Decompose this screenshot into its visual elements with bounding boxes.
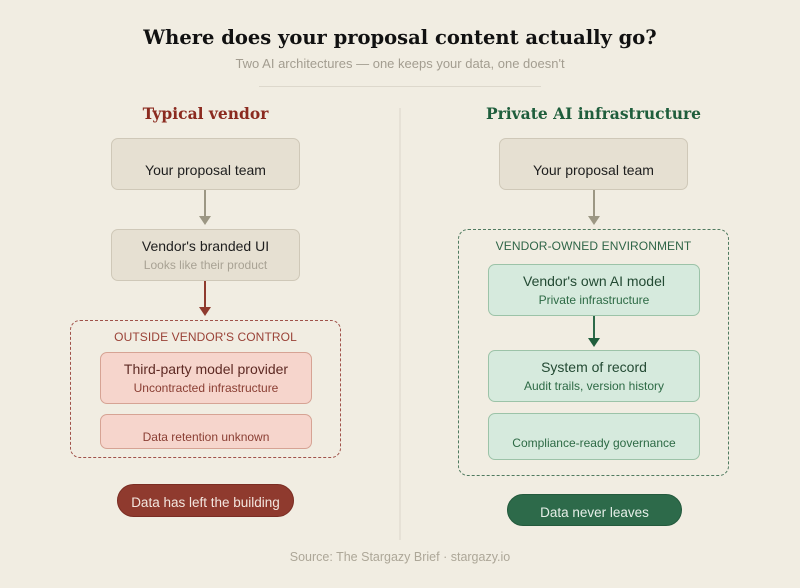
outside-control-label: OUTSIDE VENDOR'S CONTROL — [114, 330, 297, 344]
data-retention-label: Data retention unknown — [142, 429, 270, 444]
vendor-ai-model-box: Vendor's own AI model Private infrastruc… — [488, 264, 700, 316]
arrow-down-icon — [588, 338, 600, 347]
compliance-governance-box: Compliance-ready governance — [488, 413, 700, 460]
left-proposal-team-box: Your proposal team — [111, 138, 300, 190]
left-branded-ui-label: Vendor's branded UI — [141, 237, 270, 254]
system-of-record-box: System of record Audit trails, version h… — [488, 350, 700, 402]
vendor-owned-environment-group — [458, 229, 729, 476]
left-arrow-1-line — [204, 190, 206, 217]
left-branded-ui-box: Vendor's branded UI Looks like their pro… — [111, 229, 300, 281]
arrow-down-icon — [199, 307, 211, 316]
left-branded-ui-sublabel: Looks like their product — [143, 257, 268, 272]
left-column-heading: Typical vendor — [142, 104, 269, 123]
diagram-title: Where does your proposal content actuall… — [143, 26, 657, 49]
left-proposal-team-label: Your proposal team — [145, 161, 266, 178]
outside-control-group — [70, 320, 341, 458]
arrow-down-icon — [588, 216, 600, 225]
data-retention-box: Data retention unknown — [100, 414, 312, 449]
diagram-subtitle: Two AI architectures — one keeps your da… — [235, 56, 565, 71]
right-arrow-1-line — [593, 190, 595, 217]
header-divider — [259, 86, 541, 87]
source-credit: Source: The Stargazy Brief · stargazy.io — [289, 550, 511, 564]
third-party-provider-sublabel: Uncontracted infrastructure — [133, 380, 279, 395]
vendor-ai-model-label: Vendor's own AI model — [523, 272, 665, 289]
system-of-record-sublabel: Audit trails, version history — [523, 378, 665, 393]
column-divider — [399, 108, 401, 540]
left-arrow-2-line — [204, 281, 206, 308]
right-arrow-2-line — [593, 316, 595, 339]
right-proposal-team-box: Your proposal team — [499, 138, 688, 190]
data-left-building-badge: Data has left the building — [117, 484, 294, 517]
right-proposal-team-label: Your proposal team — [533, 161, 654, 178]
right-column-heading: Private AI infrastructure — [485, 104, 702, 123]
data-never-leaves-badge: Data never leaves — [507, 494, 682, 526]
third-party-provider-label: Third-party model provider — [123, 360, 289, 377]
third-party-provider-box: Third-party model provider Uncontracted … — [100, 352, 312, 404]
vendor-ai-model-sublabel: Private infrastructure — [538, 292, 650, 307]
compliance-governance-label: Compliance-ready governance — [512, 435, 676, 450]
system-of-record-label: System of record — [541, 358, 647, 375]
arrow-down-icon — [199, 216, 211, 225]
vendor-owned-environment-label: VENDOR-OWNED ENVIRONMENT — [495, 239, 692, 253]
